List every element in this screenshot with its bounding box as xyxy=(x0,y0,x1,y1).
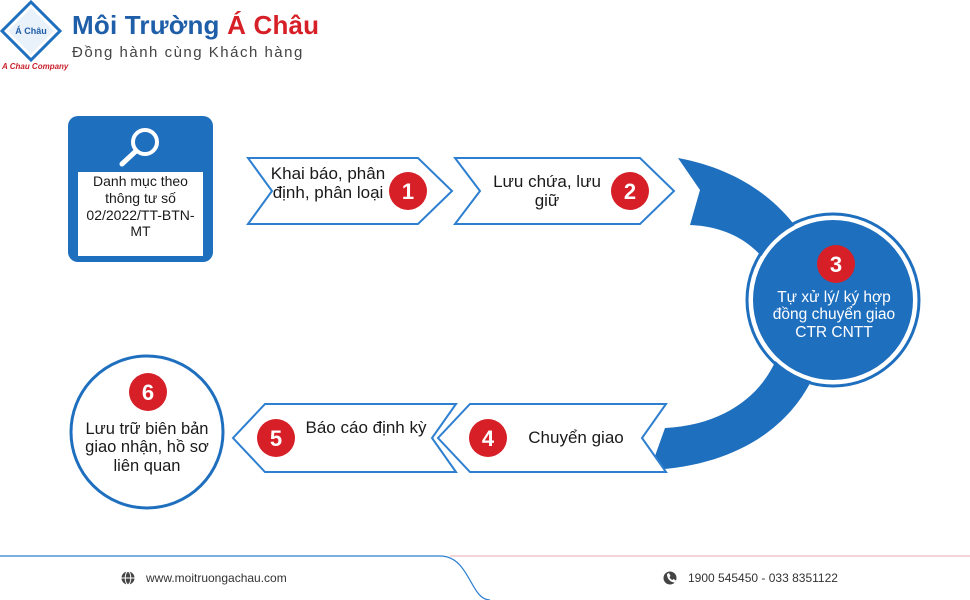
step-4-badge xyxy=(469,419,507,457)
logo-text: Á Châu xyxy=(15,26,47,36)
step-3-circle xyxy=(749,216,917,384)
footer: www.moitruongachau.com 1900 545450 - 033… xyxy=(0,553,970,600)
step-5-arrow xyxy=(231,403,458,473)
brand-title: Môi Trường Á Châu xyxy=(72,10,319,41)
step-2-number: 2 xyxy=(624,179,636,204)
step-5-label: Báo cáo định kỳ xyxy=(305,418,427,437)
company-logo[interactable]: Á Châu xyxy=(0,0,62,74)
magnifier-icon xyxy=(119,128,159,167)
step-2-label: Lưu chứa, lưu giữ xyxy=(493,172,601,211)
step-3-number: 3 xyxy=(830,252,842,277)
brand-slogan: Đồng hành cùng Khách hàng xyxy=(72,44,304,61)
footer-wave xyxy=(0,555,491,600)
step-3-label: Tự xử lý/ ký hợp đồng chuyển giao CTR CN… xyxy=(772,289,896,341)
step-1-number: 1 xyxy=(402,179,414,204)
step-6-circle xyxy=(69,354,225,510)
step-3-badge xyxy=(817,245,855,283)
step-6-label: Lưu trữ biên bản giao nhận, hồ sơ liên q… xyxy=(85,420,209,475)
logo-caption: A Chau Company xyxy=(2,62,69,71)
website-link[interactable]: www.moitruongachau.com xyxy=(146,571,287,585)
step-6-number: 6 xyxy=(142,380,154,405)
phone-number[interactable]: 1900 545450 - 033 8351122 xyxy=(688,571,838,585)
brand-title-part2: Á Châu xyxy=(227,10,320,40)
step-6-badge xyxy=(129,373,167,411)
step-2-arrow xyxy=(452,157,676,225)
step-2-badge xyxy=(611,172,649,210)
step-1-badge xyxy=(389,172,427,210)
step-4-number: 4 xyxy=(482,426,495,451)
brand-title-part1: Môi Trường xyxy=(72,10,228,40)
globe-icon xyxy=(121,571,135,585)
step-5-number: 5 xyxy=(270,426,282,451)
phone-icon xyxy=(663,571,677,585)
header: Á Châu A Chau Company Môi Trường Á Châu … xyxy=(0,0,970,96)
step-4-label: Chuyển giao xyxy=(528,428,624,447)
step-5-badge xyxy=(257,419,295,457)
step-1-label: Khai báo, phân định, phân loại xyxy=(270,164,386,203)
doc-text: Danh mục theo thông tư số 02/2022/TT-BTN… xyxy=(86,173,195,240)
